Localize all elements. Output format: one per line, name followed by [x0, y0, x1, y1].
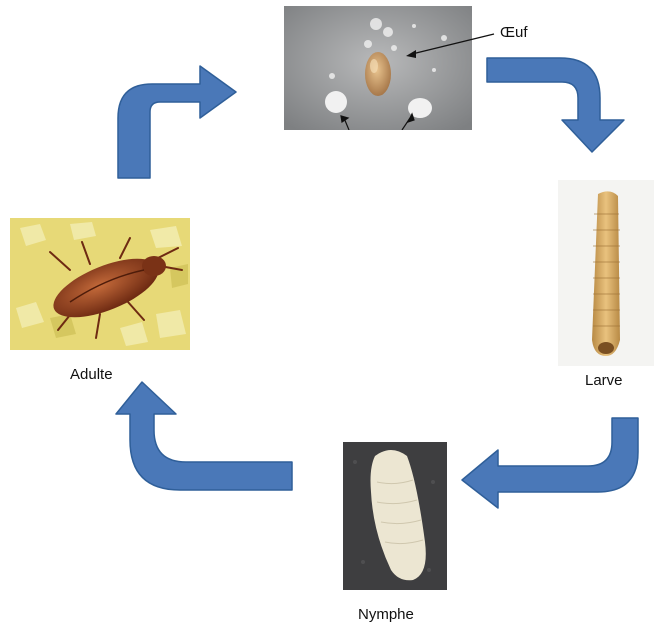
arrow-egg-to-larva	[487, 58, 624, 152]
larva-photo	[558, 180, 654, 366]
larva-label: Larve	[585, 372, 623, 389]
arrow-larva-to-pupa	[462, 418, 638, 508]
adult-photo	[10, 218, 190, 350]
arrow-pupa-to-adult	[116, 382, 292, 490]
pupa-photo	[343, 442, 447, 590]
pupa-label: Nymphe	[358, 606, 414, 623]
adult-label: Adulte	[70, 366, 113, 383]
arrow-adult-to-egg	[118, 66, 236, 178]
egg-photo	[284, 6, 472, 130]
egg-label-pointer	[400, 28, 500, 62]
egg-shape	[365, 52, 391, 96]
egg-label: Œuf	[500, 24, 528, 41]
